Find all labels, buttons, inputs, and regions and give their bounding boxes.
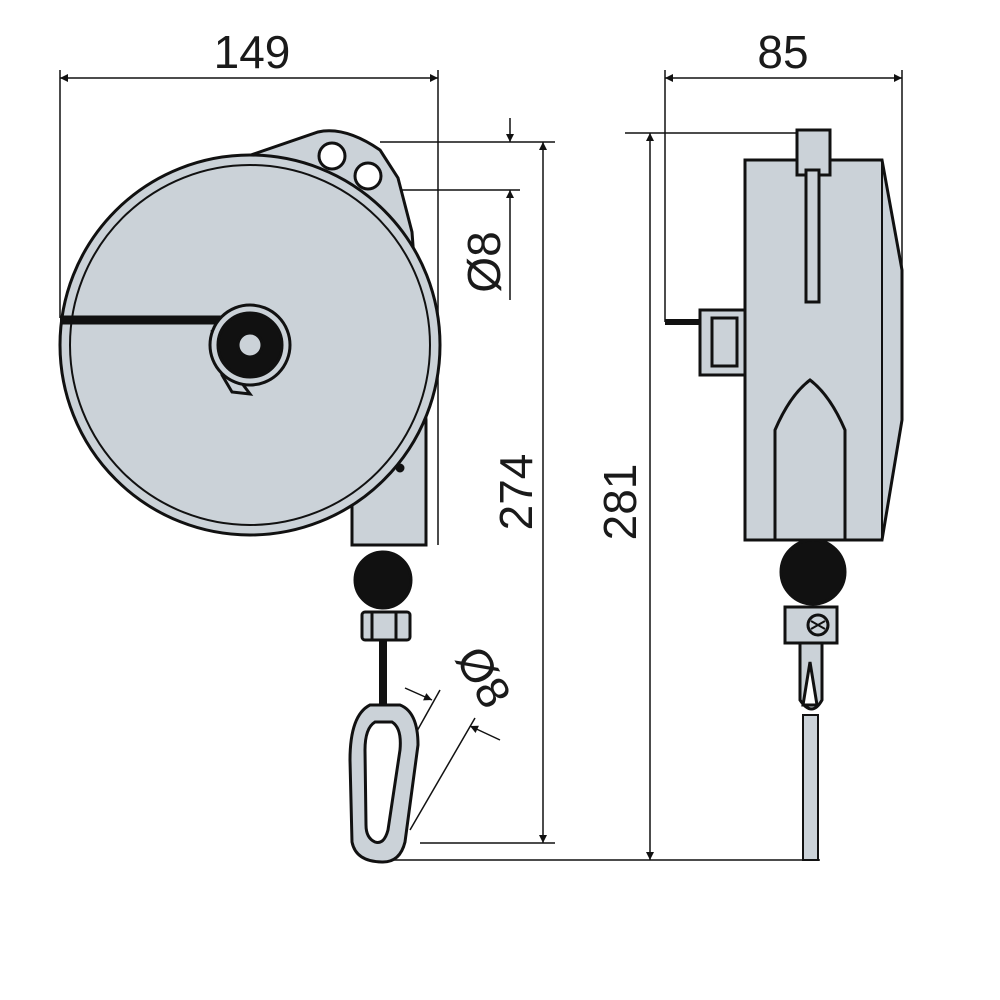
side-view <box>665 128 904 861</box>
dimension-lines <box>59 70 903 861</box>
dim-depth-label: 85 <box>757 26 808 78</box>
dim-hook-height-label: 274 <box>490 454 542 531</box>
dim-width-label: 149 <box>214 26 291 78</box>
dim-overall-height-label: 281 <box>594 464 646 541</box>
front-view <box>58 129 442 864</box>
dim-hook-diameter-label: Ø8 <box>446 637 522 716</box>
stop-ball <box>353 550 413 610</box>
side-stop-ball <box>779 538 847 606</box>
dim-mount-hole-label: Ø8 <box>458 231 510 292</box>
